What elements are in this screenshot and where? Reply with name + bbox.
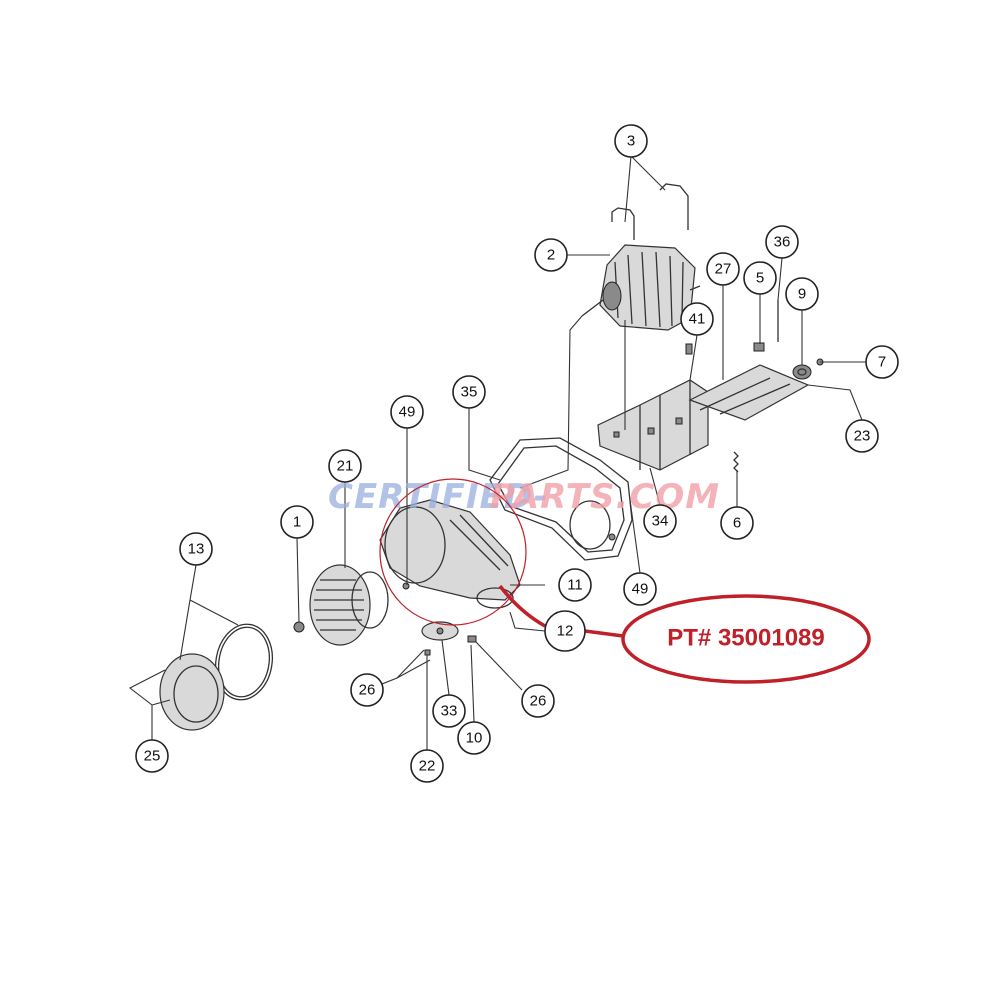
callout-49-right: 49 — [623, 572, 657, 606]
svg-text:2: 2 — [547, 247, 555, 264]
blower-wheel — [309, 564, 389, 646]
callout-9: 9 — [785, 277, 819, 311]
spring-part — [733, 451, 739, 473]
svg-text:23: 23 — [854, 428, 871, 445]
svg-text:26: 26 — [359, 682, 376, 699]
idler-pulley — [792, 364, 812, 380]
highlight-region-circle — [379, 478, 527, 626]
nut-part — [293, 621, 305, 633]
clip-part — [611, 183, 689, 240]
callout-23: 23 — [845, 419, 879, 453]
leader-lines — [128, 155, 866, 750]
svg-text:10: 10 — [466, 730, 483, 747]
callout-25: 25 — [135, 739, 169, 773]
svg-text:25: 25 — [144, 748, 161, 765]
svg-text:49: 49 — [399, 404, 416, 421]
svg-text:6: 6 — [733, 515, 741, 532]
svg-text:1: 1 — [293, 514, 301, 531]
watermark: CERTIFIED- PARTS.COM — [328, 477, 720, 517]
highlight-annotation: PT# 35001089 — [379, 478, 871, 684]
callout-3: 3 — [614, 124, 648, 158]
highlight-leader — [498, 584, 546, 628]
svg-text:9: 9 — [798, 286, 806, 303]
svg-text:5: 5 — [756, 270, 764, 287]
callout-49-left: 49 — [390, 395, 424, 429]
cover-ring — [159, 653, 225, 731]
svg-text:12: 12 — [557, 623, 574, 640]
callout-2: 2 — [534, 238, 568, 272]
callout-35: 35 — [452, 375, 486, 409]
part-number-label: PT# 35001089 — [667, 625, 824, 652]
callout-36: 36 — [765, 225, 799, 259]
svg-text:11: 11 — [567, 577, 583, 594]
callout-27: 27 — [706, 252, 740, 286]
svg-text:13: 13 — [188, 541, 205, 558]
motor-mount-bracket — [597, 379, 709, 471]
svg-text:36: 36 — [774, 234, 791, 251]
callout-21: 21 — [328, 449, 362, 483]
callout-6: 6 — [720, 506, 754, 540]
watermark-text-part1: CERTIFIED- — [328, 477, 549, 517]
svg-text:21: 21 — [337, 458, 354, 475]
callout-11: 11 — [558, 568, 592, 602]
svg-text:7: 7 — [878, 354, 886, 371]
callout-41: 41 — [680, 302, 714, 336]
seal-ring — [214, 623, 274, 701]
callout-22: 22 — [410, 749, 444, 783]
callout-26-left: 26 — [350, 673, 384, 707]
svg-text:49: 49 — [632, 581, 649, 598]
callout-10: 10 — [457, 721, 491, 755]
callout-13: 13 — [179, 532, 213, 566]
callout-34: 34 — [643, 504, 677, 538]
part-number-ellipse — [621, 594, 871, 684]
thermostat-plate — [421, 621, 477, 656]
svg-text:27: 27 — [715, 261, 732, 278]
svg-text:26: 26 — [530, 693, 547, 710]
svg-text:35: 35 — [461, 384, 478, 401]
svg-text:34: 34 — [652, 513, 669, 530]
callout-26-right: 26 — [521, 684, 555, 718]
svg-text:33: 33 — [441, 703, 458, 720]
callout-33: 33 — [432, 694, 466, 728]
callout-1: 1 — [280, 505, 314, 539]
watermark-text-part2: PARTS.COM — [490, 477, 720, 517]
highlight-connector — [584, 629, 624, 638]
callout-12: 12 — [544, 610, 586, 652]
svg-text:3: 3 — [627, 133, 635, 150]
callout-5: 5 — [743, 261, 777, 295]
svg-text:22: 22 — [419, 758, 436, 775]
callout-7: 7 — [865, 345, 899, 379]
blower-housing-back — [489, 437, 633, 561]
svg-text:41: 41 — [689, 311, 706, 328]
